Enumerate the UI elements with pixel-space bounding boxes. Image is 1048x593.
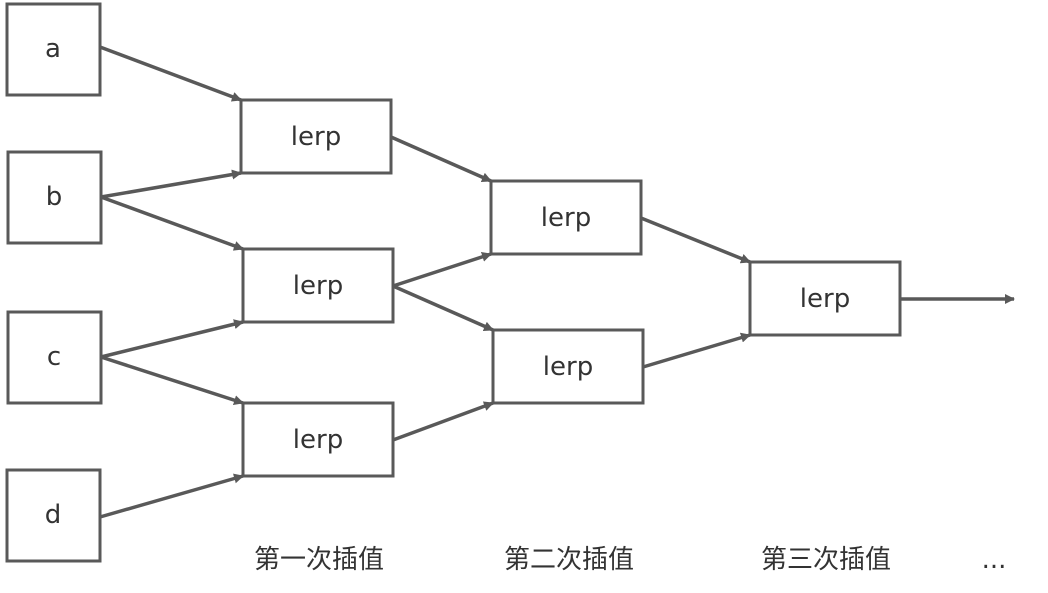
edges-layer [99,45,1015,519]
arrow-c-to-l1b [100,319,244,359]
input-node-d: d [5,468,102,563]
node-label: b [46,182,63,212]
node-label: d [45,500,62,530]
arrow-l2b-to-l3 [642,332,751,369]
node-label: a [45,34,61,64]
node-label: lerp [800,284,850,314]
stage3-caption: 第三次插值 [761,545,891,575]
arrow-a-to-l1a [99,45,242,102]
input-node-c: c [6,310,103,405]
arrow-b-to-l1b [100,195,244,251]
arrow-c-to-l1c [100,355,244,405]
arrow-l1b-to-l2a [392,252,492,288]
lerp-node-stage2-bottom: lerp [491,328,645,405]
arrow-d-to-l1c [99,473,244,519]
input-node-a: a [5,2,102,97]
lerp-node-stage1-bottom: lerp [241,401,395,478]
lerp-node-stage1-middle: lerp [241,247,395,324]
lerp-node-stage2-top: lerp [489,179,643,256]
arrow-l2a-to-l3 [640,216,751,264]
input-node-b: b [6,150,103,245]
lerp-node-stage3: lerp [748,260,902,337]
node-label: lerp [543,352,593,382]
arrow-l1c-to-l2b [392,401,494,442]
stage2-caption: 第二次插值 [504,545,634,575]
arrow-b-to-l1a [100,169,242,199]
stage1-caption: 第一次插值 [254,545,384,575]
lerp-node-stage1-top: lerp [239,98,393,175]
node-label: lerp [291,122,341,152]
arrow-l1a-to-l2a [390,135,492,183]
node-label: c [47,342,61,372]
node-label: lerp [293,425,343,455]
ellipsis-caption: ... [982,545,1007,575]
node-label: lerp [293,271,343,301]
node-label: lerp [541,203,591,233]
arrow-l1b-to-l2b [392,284,494,332]
